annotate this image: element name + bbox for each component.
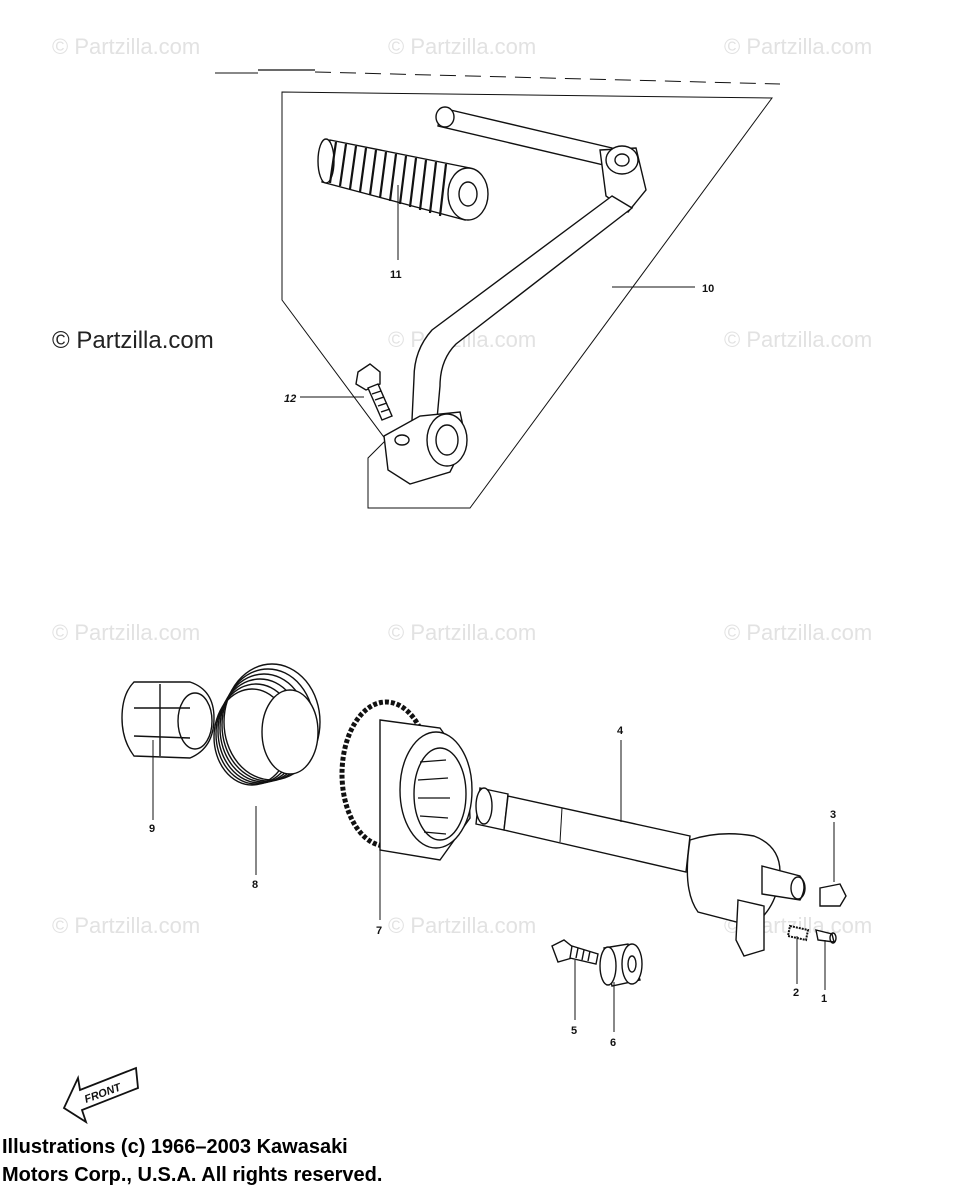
copyright-line-2: Motors Corp., U.S.A. All rights reserved… <box>2 1164 383 1186</box>
copyright-notice: Illustrations (c) 1966–2003 Kawasaki Mot… <box>2 1133 382 1189</box>
watermark: © Partzilla.com <box>724 327 873 352</box>
small-spring-part <box>786 924 810 942</box>
collar-part <box>599 943 643 987</box>
callout-10: 10 <box>702 283 714 295</box>
pedal-assembly-boundary <box>281 91 773 509</box>
watermark: © Partzilla.com <box>388 34 537 59</box>
watermark-prominent: © Partzilla.com <box>52 327 214 354</box>
callout-12: 12 <box>284 393 296 405</box>
leader-lines <box>152 185 835 1032</box>
callout-5: 5 <box>571 1025 577 1037</box>
callout-4: 4 <box>617 725 624 737</box>
callout-3: 3 <box>830 809 836 821</box>
pedal-rubber-part <box>317 138 489 221</box>
shaft-key-part <box>819 883 847 907</box>
watermark: © Partzilla.com <box>388 913 537 938</box>
kick-shaft-part <box>475 787 806 957</box>
callout-7: 7 <box>376 925 382 937</box>
reference-dash-line <box>215 69 781 85</box>
stopper-bolt-part <box>551 939 599 965</box>
watermark: © Partzilla.com <box>388 620 537 645</box>
watermark: © Partzilla.com <box>724 34 873 59</box>
callout-6: 6 <box>610 1037 616 1049</box>
callout-8: 8 <box>252 879 258 891</box>
watermark: © Partzilla.com <box>52 620 201 645</box>
pedal-bolt-part <box>355 363 393 421</box>
kick-gear-part <box>339 699 473 861</box>
watermark: © Partzilla.com <box>52 34 201 59</box>
copyright-line-1: Illustrations (c) 1966–2003 Kawasaki <box>2 1136 348 1158</box>
watermark: © Partzilla.com <box>724 620 873 645</box>
watermark: © Partzilla.com <box>52 913 201 938</box>
spring-guide-part <box>121 681 215 759</box>
callout-2: 2 <box>793 987 799 999</box>
callout-9: 9 <box>149 823 155 835</box>
kick-pedal-arm-part <box>383 106 647 485</box>
callout-11: 11 <box>390 269 402 281</box>
callout-1: 1 <box>821 993 827 1005</box>
front-arrow-icon <box>62 1066 139 1125</box>
pin-part <box>815 929 837 944</box>
kick-spring-part <box>213 663 321 786</box>
